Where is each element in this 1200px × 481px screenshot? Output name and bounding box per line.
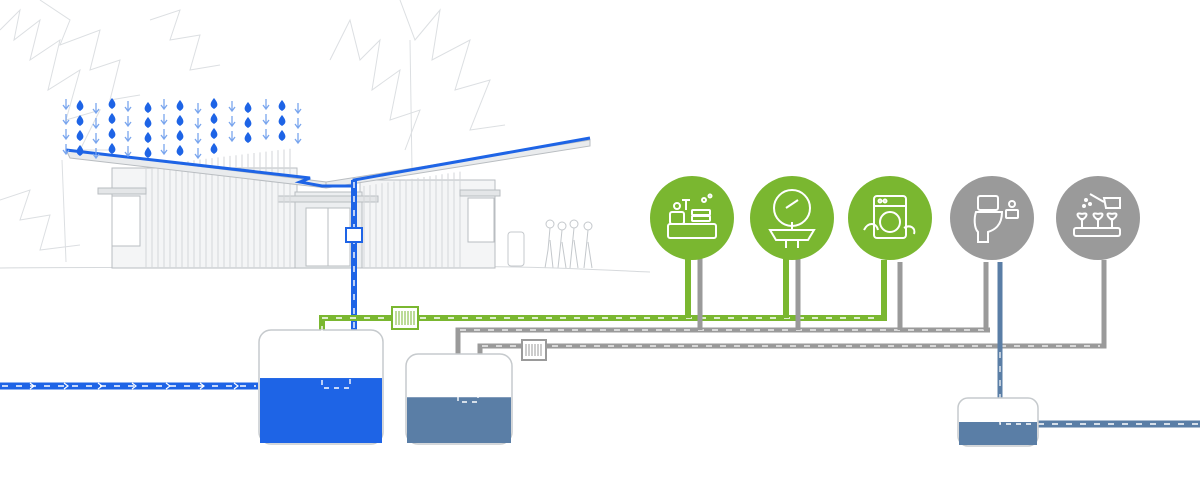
- rain-drop: [210, 128, 218, 139]
- rain-arrow: [124, 101, 132, 113]
- rain-arrow: [92, 118, 100, 130]
- blackwater-tank: [957, 397, 1039, 447]
- rain-arrow: [294, 133, 302, 145]
- fixture-garden: [1056, 176, 1140, 260]
- rain-arrow: [262, 99, 270, 111]
- rain-arrow: [194, 103, 202, 115]
- garden-watering-icon: [1073, 193, 1121, 237]
- downspout: [345, 180, 363, 336]
- mains-inlet-pipe: [0, 382, 258, 390]
- rain-arrow: [194, 148, 202, 160]
- rain-drop: [176, 100, 184, 111]
- rain-drop: [244, 132, 252, 143]
- rain-drop: [210, 143, 218, 154]
- rain-arrow: [62, 129, 70, 141]
- washing-machine-icon: [863, 195, 916, 239]
- house-window-right: [467, 197, 495, 243]
- rain-drop: [176, 145, 184, 156]
- rain-drop: [144, 147, 152, 158]
- rain-drop: [144, 132, 152, 143]
- rain-arrow: [228, 116, 236, 128]
- rain-arrow: [62, 99, 70, 111]
- rain-drop: [244, 102, 252, 113]
- trash-bin: [507, 231, 525, 267]
- rain-drop: [76, 100, 84, 111]
- rain-drop: [144, 117, 152, 128]
- entry-canopy: [277, 195, 379, 203]
- rain-drop: [108, 143, 116, 154]
- rain-arrow: [194, 118, 202, 130]
- rain-arrow: [228, 101, 236, 113]
- rain-arrow: [92, 103, 100, 115]
- rain-arrow: [160, 144, 168, 156]
- rain-arrow: [262, 129, 270, 141]
- rain-arrow: [92, 148, 100, 160]
- bathroom-sink-icon: [768, 189, 816, 248]
- house-window-left: [111, 195, 141, 247]
- fixture-stems: [881, 260, 1107, 282]
- rain-drop: [108, 113, 116, 124]
- dish-washing-icon: [667, 193, 717, 239]
- rain-arrow: [294, 118, 302, 130]
- left-awning: [97, 187, 147, 195]
- fixture-laundry: [848, 176, 932, 260]
- rain-drop: [278, 130, 286, 141]
- rain-drop: [244, 117, 252, 128]
- downspout-filter: [345, 227, 363, 243]
- rain-drop: [176, 130, 184, 141]
- rainwater-tank: [258, 329, 384, 445]
- fixture-toilet: [950, 176, 1034, 260]
- rain-drop: [76, 115, 84, 126]
- rain-arrow: [124, 116, 132, 128]
- right-awning: [459, 189, 501, 197]
- rain-arrow: [124, 131, 132, 143]
- rain-drop: [76, 145, 84, 156]
- rain-arrow: [228, 131, 236, 143]
- people-sketch: [544, 219, 593, 269]
- rainwater-tank-water: [260, 378, 382, 443]
- rain-drop: [210, 98, 218, 109]
- greywater-tank-water: [407, 397, 511, 443]
- rain-arrow: [294, 103, 302, 115]
- background-trees: [0, 0, 506, 263]
- rain-arrow: [92, 133, 100, 145]
- rain-drop: [278, 115, 286, 126]
- rain-drops: [62, 98, 302, 160]
- rain-arrow: [160, 99, 168, 111]
- rain-drop: [176, 115, 184, 126]
- rain-arrow: [160, 114, 168, 126]
- fixture-dishes: [650, 176, 734, 260]
- rain-drop: [108, 98, 116, 109]
- blackwater-tank-water: [959, 422, 1037, 445]
- rain-drop: [278, 100, 286, 111]
- rain-drop: [108, 128, 116, 139]
- rain-drop: [76, 130, 84, 141]
- rain-arrow: [62, 114, 70, 126]
- greywater-tank: [405, 353, 513, 445]
- rain-arrow: [62, 144, 70, 156]
- house: [65, 136, 591, 269]
- toilet-icon: [973, 195, 1019, 243]
- greywater-drain-pipes: [455, 258, 1107, 361]
- blackwater-drain-pipe: [997, 262, 1200, 428]
- rain-arrow: [194, 133, 202, 145]
- gray-line-filter: [521, 339, 547, 361]
- fixture-sink: [750, 176, 834, 260]
- rain-arrow: [262, 114, 270, 126]
- rain-drop: [210, 113, 218, 124]
- rain-arrow: [124, 146, 132, 158]
- rain-arrow: [160, 129, 168, 141]
- rain-drop: [144, 102, 152, 113]
